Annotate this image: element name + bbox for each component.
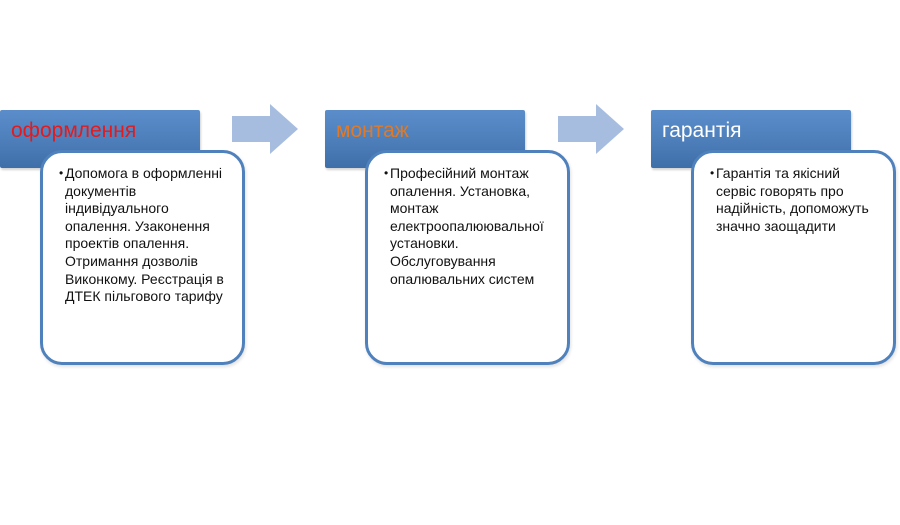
step-3-card: Гарантія та якісний сервіс говорять про … [691,150,896,365]
right-arrow-icon [558,104,624,154]
arrow-1-shape [232,104,298,154]
step-3-list: Гарантія та якісний сервіс говорять про … [710,165,879,235]
right-arrow-icon [232,104,298,154]
step-2-bullet: Професійний монтаж опалення. Установка, … [384,165,553,288]
step-2-list: Професійний монтаж опалення. Установка, … [384,165,553,288]
arrow-2-shape [558,104,624,154]
step-1-bullet: Допомога в оформленні документів індивід… [59,165,228,306]
step-2-title: монтаж [336,119,409,142]
step-3-title: гарантія [662,119,742,142]
step-1-card: Допомога в оформленні документів індивід… [40,150,245,365]
step-1-title: оформлення [11,119,137,142]
step-1-list: Допомога в оформленні документів індивід… [59,165,228,306]
step-2-card: Професійний монтаж опалення. Установка, … [365,150,570,365]
step-3-bullet: Гарантія та якісний сервіс говорять про … [710,165,879,235]
